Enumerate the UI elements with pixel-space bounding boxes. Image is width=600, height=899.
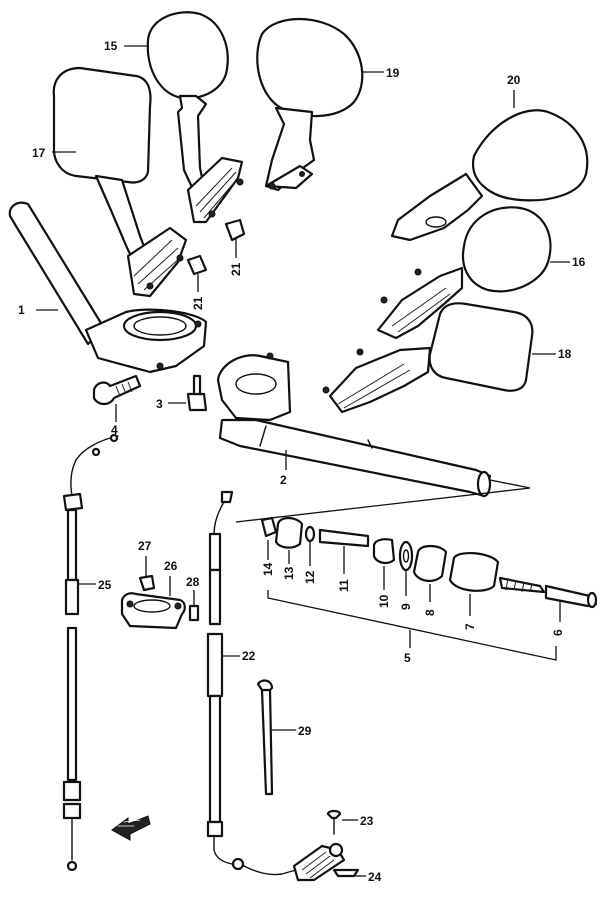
mirror-15 xyxy=(146,11,244,224)
callout-21-upper: 21 xyxy=(229,262,243,276)
callout-24: 24 xyxy=(368,870,382,884)
part-10 xyxy=(372,538,396,565)
mirror-17 xyxy=(52,66,188,298)
callout-6: 6 xyxy=(551,629,565,636)
callout-2: 2 xyxy=(280,473,287,487)
screw-28 xyxy=(188,590,200,622)
screw-27 xyxy=(138,556,156,592)
callout-13: 13 xyxy=(282,566,296,580)
front-direction-arrow-icon xyxy=(111,815,151,841)
handlebar-2 xyxy=(216,352,492,498)
callout-18: 18 xyxy=(558,347,572,361)
callout-14: 14 xyxy=(261,562,275,576)
part-11 xyxy=(318,528,370,548)
callout-12: 12 xyxy=(303,570,317,584)
callout-labels: 1 2 3 4 5 6 7 8 9 10 11 12 13 14 15 16 1… xyxy=(18,39,586,884)
callout-7: 7 xyxy=(463,623,477,630)
callout-5: 5 xyxy=(404,651,411,665)
cable-22 xyxy=(206,490,297,876)
mirror-20 xyxy=(390,109,589,242)
callout-26: 26 xyxy=(164,559,178,573)
cable-25 xyxy=(62,433,119,872)
callout-29: 29 xyxy=(298,724,312,738)
clamp-26 xyxy=(120,592,186,630)
part-8 xyxy=(412,544,448,582)
handlebar-1 xyxy=(8,201,208,374)
part-9 xyxy=(398,540,414,572)
screw-23 xyxy=(326,809,342,835)
callout-16: 16 xyxy=(572,255,586,269)
part-6 xyxy=(498,576,598,609)
callout-15: 15 xyxy=(104,39,118,53)
callout-3: 3 xyxy=(156,397,163,411)
mirror-19 xyxy=(256,17,364,192)
callout-20: 20 xyxy=(507,73,521,87)
callout-27: 27 xyxy=(138,539,152,553)
bolt-4 xyxy=(92,374,142,422)
callout-23: 23 xyxy=(360,814,374,828)
callout-10: 10 xyxy=(377,594,391,608)
screw-3 xyxy=(168,374,208,412)
part-14 xyxy=(260,516,278,538)
callout-22: 22 xyxy=(242,649,256,663)
callout-21-lower: 21 xyxy=(191,296,205,310)
mirror-16 xyxy=(376,206,552,340)
callout-9: 9 xyxy=(399,603,413,610)
part-7 xyxy=(448,552,500,592)
adjuster-24 xyxy=(292,842,360,882)
part-13 xyxy=(274,516,304,549)
callout-17: 17 xyxy=(32,146,46,160)
callout-19: 19 xyxy=(386,66,400,80)
callout-1: 1 xyxy=(18,303,25,317)
callout-28: 28 xyxy=(186,575,200,589)
callout-8: 8 xyxy=(423,609,437,616)
screw-21-upper xyxy=(224,218,246,258)
part-12 xyxy=(304,525,316,543)
callout-25: 25 xyxy=(98,578,112,592)
callout-4: 4 xyxy=(111,423,118,437)
rod-29 xyxy=(256,679,274,796)
callout-11: 11 xyxy=(337,579,351,592)
mirror-18 xyxy=(322,302,534,414)
screw-21-lower xyxy=(186,254,208,292)
